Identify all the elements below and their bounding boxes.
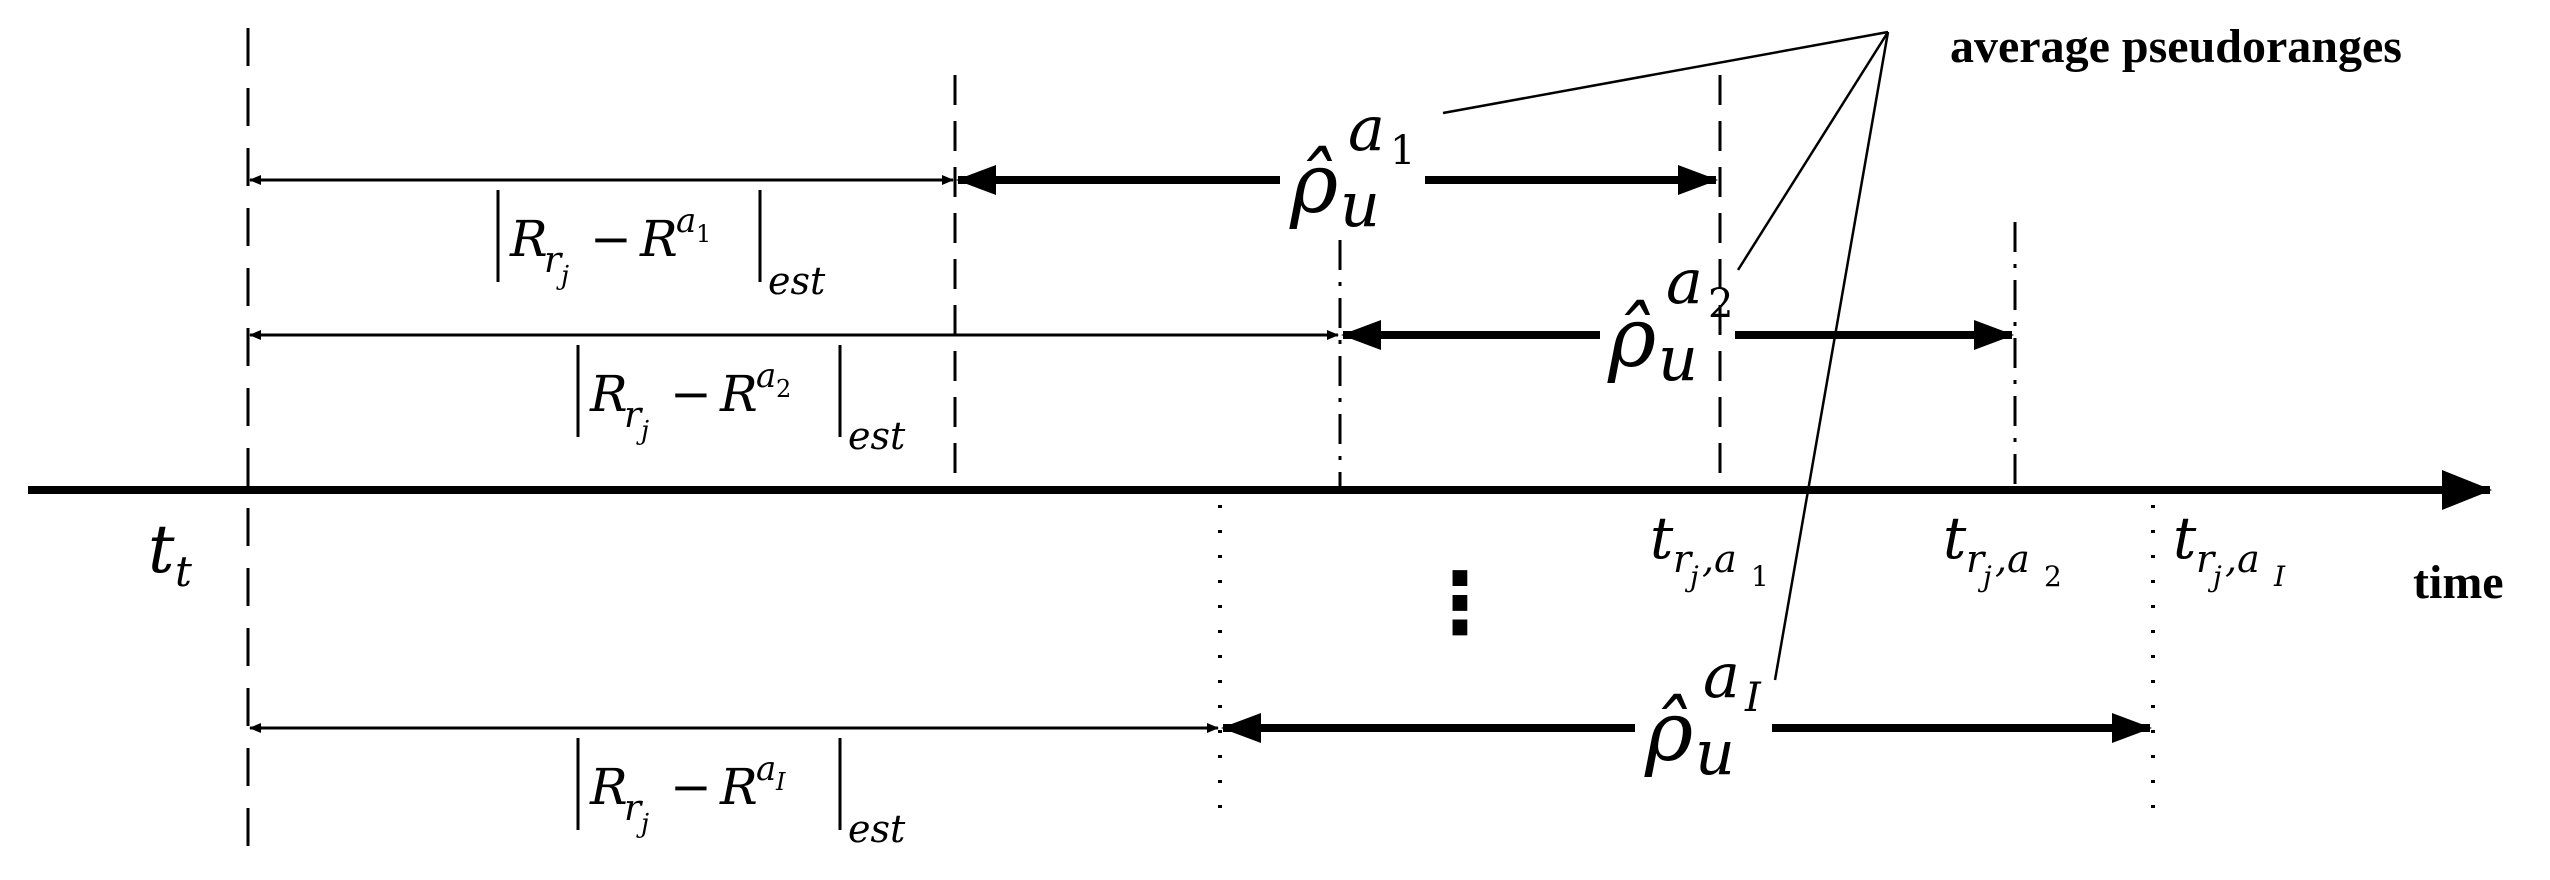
range-sub-r: r [624, 788, 643, 829]
sup-index: 1 [1390, 128, 1415, 174]
range-sub-r: r [624, 395, 643, 436]
range-sup-a: a [676, 201, 696, 241]
sup-a: a [1666, 245, 1703, 318]
sup-index: 2 [1708, 281, 1733, 327]
pseudorange-label-a2: ρ̂ u a 2 [1607, 245, 1733, 395]
range-sub-est: est [848, 414, 906, 458]
arrival-time-base: t [1943, 504, 1967, 572]
arrival-time-sub-index: 1 [1751, 560, 1769, 593]
arrival-time-label-a2: t r j ,a 2 [1943, 504, 2062, 593]
start-time-label: t t [148, 511, 192, 596]
range-sub-r: r [544, 240, 563, 281]
sup-index: I [1744, 675, 1762, 721]
range-sub-est: est [768, 259, 826, 303]
time-axis-label: time [2413, 556, 2504, 609]
range-R2: R [719, 365, 758, 423]
arrival-time-sub-a: ,a [1702, 537, 1737, 581]
arrival-time-sub-r: r [2196, 537, 2217, 581]
range-minus: − [670, 758, 712, 816]
range-sup-a: a [756, 749, 776, 789]
sub-u: u [1658, 322, 1698, 395]
pseudorange-label-aI: ρ̂ u a I [1644, 639, 1762, 789]
range-sup-index: 2 [776, 375, 791, 403]
range-label-aI: R r j − R a I est [576, 738, 906, 851]
arrival-time-base: t [1650, 504, 1674, 572]
range-R2: R [719, 758, 758, 816]
start-time-sub: t [175, 547, 192, 596]
range-sup-index: 1 [696, 220, 711, 248]
range-R: R [509, 210, 548, 268]
arrival-time-base: t [2173, 504, 2197, 572]
average-pseudoranges-label: average pseudoranges [1950, 20, 2402, 73]
range-minus: − [670, 365, 712, 423]
arrival-time-sub-index: 2 [2044, 560, 2062, 593]
pseudorange-label-a1: ρ̂ u a 1 [1289, 92, 1415, 241]
rho-hat: ρ̂ [1644, 685, 1693, 780]
rho-hat: ρ̂ [1289, 137, 1338, 232]
sup-a: a [1703, 639, 1740, 712]
callout-line-a2 [1736, 31, 1890, 271]
range-sub-est: est [848, 807, 906, 851]
arrival-time-sub-index: I [2273, 560, 2286, 593]
range-R: R [589, 758, 628, 816]
callout-line-a1 [1442, 30, 1889, 115]
arrival-time-sub-r: r [1966, 537, 1987, 581]
arrival-time-label-a1: t r j ,a 1 [1650, 504, 1769, 593]
sub-u: u [1340, 168, 1380, 241]
range-label-a2: R r j − R a 2 est [576, 345, 906, 458]
arrival-time-sub-a: ,a [2225, 537, 2260, 581]
rho-hat: ρ̂ [1607, 291, 1656, 386]
range-R2: R [639, 210, 678, 268]
arrival-time-sub-a: ,a [1995, 537, 2030, 581]
range-sup-a: a [756, 356, 776, 396]
range-minus: − [590, 210, 632, 268]
callout-line-aI [1773, 31, 1890, 681]
arrival-time-sub-r: r [1673, 537, 1694, 581]
start-time-base: t [148, 511, 175, 588]
range-R: R [589, 365, 628, 423]
range-sup-index: I [775, 768, 786, 796]
arrival-time-label-aI: t r j ,a I [2173, 504, 2286, 593]
range-label-a1: R r j − R a 1 est [496, 190, 826, 303]
sub-u: u [1695, 716, 1735, 789]
sup-a: a [1348, 92, 1385, 165]
ellipsis: ⋮ [1418, 554, 1502, 652]
